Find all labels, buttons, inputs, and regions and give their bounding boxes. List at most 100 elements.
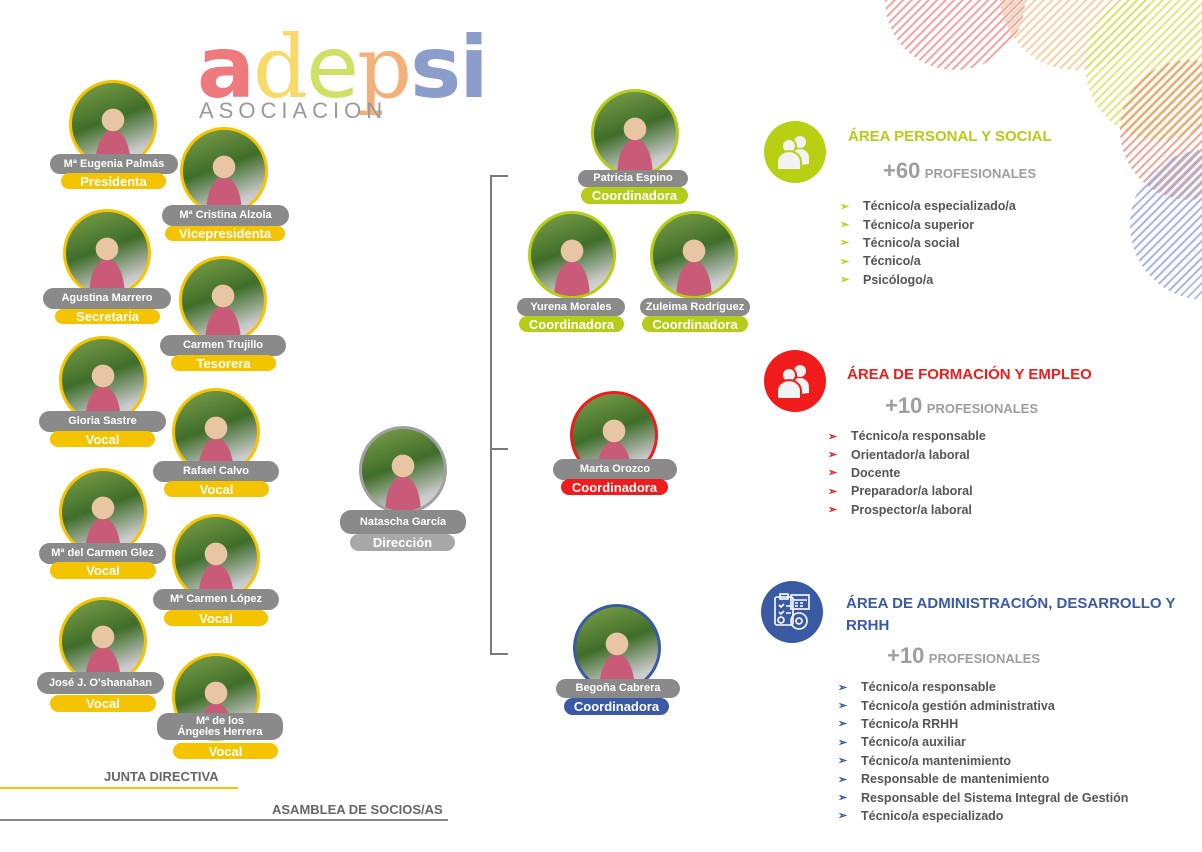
role-list-item: ➢Técnico/a social [840,234,1016,252]
role-name: Técnico/a mantenimiento [861,753,1012,768]
role-name: Preparador/a laboral [851,484,973,499]
role-list-item: ➢Técnico/a [840,252,1016,270]
arrow-bullet-icon: ➢ [828,467,838,480]
person-name: Mª Cristina Alzola [162,205,289,226]
arrow-bullet-icon: ➢ [840,219,850,232]
bracket-tick [490,448,508,450]
arrow-bullet-icon: ➢ [838,810,848,823]
arrow-bullet-icon: ➢ [828,504,838,517]
count-number: +60 [883,158,921,183]
bracket-line [490,176,492,655]
avatar-photo [180,127,268,215]
person-role: Coordinadora [581,187,688,204]
logo-letter: d [253,18,308,118]
role-name: Técnico/a especializado [861,808,1004,823]
role-list-item: ➢ Técnico/a mantenimiento [838,752,1128,770]
role-list-item: ➢Técnico/a gestión administrativa [838,696,1128,714]
person-name: Mª del Carmen Glez [39,543,166,564]
person-role: Vocal [50,562,156,579]
role-list-item: ➢ Técnico/a auxiliar [838,733,1128,751]
role-list-item: ➢ Técnico/a especializado/a [840,197,1016,215]
role-list-item: ➢ Prospector/a laboral [828,501,986,519]
person-role: Coordinadora [561,479,668,495]
person-role: Vocal [164,610,268,626]
role-list-item: ➢Psicólogo/a [840,271,1016,289]
person-role: Dirección [350,534,455,551]
person-name: Natascha García [340,510,466,534]
person-name: Begoña Cabrera [556,679,680,698]
role-list-item: ➢ Docente [828,464,986,482]
role-name: Orientador/a laboral [851,447,970,462]
person-name: Gloria Sastre [39,411,166,432]
logo-letter: p [357,18,412,118]
person-role: Coordinadora [564,698,669,715]
avatar-photo [179,256,267,344]
clipboard-gear-icon [774,593,810,630]
role-name: Técnico/a responsable [861,680,996,695]
professionals-count: +10 PROFESIONALES [885,393,1038,419]
logo-letter: e [306,18,359,118]
person-name: Yurena Morales [517,298,625,316]
arrow-bullet-icon: ➢ [838,755,848,768]
role-list: ➢ Técnico/a responsable ➢ Orientador/a labo… [828,427,986,519]
role-name: Técnico/a [863,254,921,269]
role-list: ➢ Técnico/a responsable➢Técnico/a gestión… [838,678,1128,825]
person-name: Marta Orozco [553,459,677,480]
person-role: Vocal [50,431,155,447]
logo-letter: i [459,18,489,118]
role-name: Prospector/a laboral [851,502,972,517]
person-role: Secretaria [55,309,160,324]
person-name: Zuleima Rodríguez [640,298,750,316]
asamblea-underline [0,819,448,821]
avatar-photo [63,209,151,297]
count-label: PROFESIONALES [928,651,1041,666]
area-title: ÁREA PERSONAL Y SOCIAL [848,128,1052,145]
arrow-bullet-icon: ➢ [838,718,848,731]
people-icon [776,365,809,399]
role-name: Docente [851,465,901,480]
role-list-item: ➢Responsable del Sistema Integral de Ges… [838,788,1128,806]
avatar-photo [69,80,157,168]
avatar-photo [172,514,260,602]
person-name: Mª Eugenia Palmás [50,154,178,174]
people-icon [764,350,826,412]
person-name: Agustina Marrero [43,288,171,309]
person-name: Carmen Trujillo [160,335,286,356]
person-role: Presidenta [61,173,166,189]
person-name: Rafael Calvo [153,461,279,482]
people-icon [764,121,826,183]
role-name: Técnico/a responsable [851,429,986,444]
person-role: Vocal [164,481,269,497]
arrow-bullet-icon: ➢ [840,274,850,287]
bracket-tick [490,175,508,177]
count-label: PROFESIONALES [924,166,1037,181]
person-name: Mª Carmen López [153,589,279,610]
arrow-bullet-icon: ➢ [838,700,848,713]
clipboard-gear-icon [761,581,823,643]
arrow-bullet-icon: ➢ [828,449,838,462]
avatar-photo [59,336,147,424]
arrow-bullet-icon: ➢ [838,736,848,749]
person-role: Coordinadora [642,316,748,332]
role-name: Técnico/a especializado/a [863,199,1016,214]
arrow-bullet-icon: ➢ [840,200,850,213]
area-title: ÁREA DE FORMACIÓN Y EMPLEO [847,366,1092,383]
avatar-photo [573,604,661,692]
person-name: Patricia Espino [578,170,688,187]
count-number: +10 [887,643,925,668]
role-list-item: ➢ Técnico/a superior [840,215,1016,233]
adepsi-logo: adepsi ASOCIACION [197,18,489,128]
role-name: Técnico/a superior [863,217,975,232]
area-title: ÁREA DE ADMINISTRACIÓN, DESARROLLO Y RRH… [846,595,1176,634]
professionals-count: +10 PROFESIONALES [887,643,1040,669]
person-name: José J. O'shanahan [37,672,164,694]
avatar-photo [591,89,679,177]
junta-underline [0,787,238,789]
role-list-item: ➢Técnico/a RRHH [838,715,1128,733]
avatar-photo [359,426,447,514]
role-name: Responsable de mantenimiento [861,772,1050,787]
logo-letter: s [410,18,461,118]
avatar-photo [528,211,616,299]
role-name: Técnico/a auxiliar [861,735,966,750]
people-icon [776,136,809,170]
